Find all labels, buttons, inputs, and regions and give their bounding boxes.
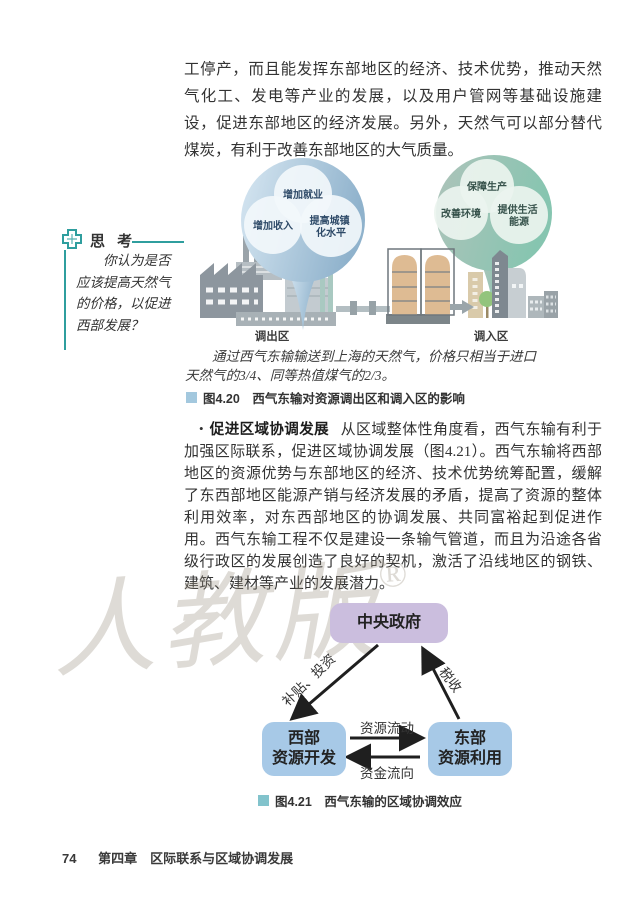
caption-square-icon: [186, 392, 197, 403]
balloon-in-item: 改善环境: [441, 207, 481, 220]
benefits-balloon-output-region: 增加就业 增加收入 提高城镇 化水平: [241, 158, 365, 330]
bullet-icon: •: [199, 421, 204, 436]
node-central-label: 中央政府: [356, 614, 421, 631]
think-title-rule: [132, 241, 184, 243]
edge-label-capital-flow: 资金流向: [360, 766, 414, 781]
figure-420-caption-text: 图4.20 西气东输对资源调出区和调入区的影响: [203, 392, 465, 406]
page-number: 74: [62, 851, 77, 866]
figure-420-illustration: 保障生产 改善环境 提供生活 能源: [200, 155, 558, 343]
paragraph-text: 从区域整体性角度看，西气东输有利于加强区际联系，促进区域协调发展（图4.21）。…: [184, 422, 602, 592]
city-illustration: [468, 250, 558, 318]
diagram-arrows: [289, 643, 461, 771]
gas-tanks-illustration: [386, 248, 474, 324]
think-title: 思 考: [90, 233, 137, 250]
intro-paragraph: 工停产，而且能发挥东部地区的经济、技术优势，推动天然气化工、发电等产业的发展，以…: [184, 61, 602, 159]
label-input-region: 调入区: [474, 329, 509, 343]
chapter-title: 第四章 区际联系与区域协调发展: [98, 851, 294, 866]
arrow-subsidy-investment: [289, 643, 379, 721]
node-central-government: 中央政府: [330, 603, 448, 643]
figure-421-caption-text: 图4.21 西气东输的区域协调效应: [275, 795, 462, 809]
figure-note: 通过西气东输输送到上海的天然气，价格只相当于进口天然气的3/4、同等热值煤气的2…: [185, 349, 536, 383]
figure-421-diagram: 中央政府 西部 资源开发 东部 资源利用 补贴、投资 税收 资源流动 资金流向: [230, 595, 530, 791]
think-cross-icon: [62, 229, 82, 249]
pipeline-arrow-icon: [462, 300, 474, 314]
figure-420-caption: 图4.20 西气东输对资源调出区和调入区的影响: [186, 388, 465, 407]
balloon-out-item: 提高城镇 化水平: [310, 214, 353, 239]
balloon-out-item: 增加收入: [253, 219, 293, 232]
edge-label-resource-flow: 资源流动: [360, 721, 414, 736]
body-paragraph: • 促进区域协调发展从区域整体性角度看，西气东输有利于加强区际联系，促进区域协调发…: [184, 418, 602, 595]
balloon-in-item: 提供生活 能源: [498, 203, 541, 228]
arrow-tax: [421, 645, 461, 720]
benefits-balloon-input-region: 保障生产 改善环境 提供生活 能源: [434, 155, 552, 318]
node-east-resource-utilization: 东部 资源利用: [428, 722, 512, 776]
balloon-out-item: 增加就业: [283, 188, 323, 201]
balloon-in-item: 保障生产: [466, 180, 507, 193]
think-question: 你认为是否应该提高天然气的价格，以促进西部发展？: [76, 253, 171, 333]
page-footer: 74 第四章 区际联系与区域协调发展: [62, 848, 293, 867]
registered-mark-icon: ®: [376, 552, 409, 597]
node-west-resource-development: 西部 资源开发: [262, 722, 346, 776]
figure-421-caption: 图4.21 西气东输的区域协调效应: [258, 791, 462, 810]
paragraph-lead: 促进区域协调发展: [209, 422, 329, 438]
caption-square-icon: [258, 795, 269, 806]
think-left-rule: [64, 250, 66, 350]
label-output-region: 调出区: [255, 329, 290, 343]
